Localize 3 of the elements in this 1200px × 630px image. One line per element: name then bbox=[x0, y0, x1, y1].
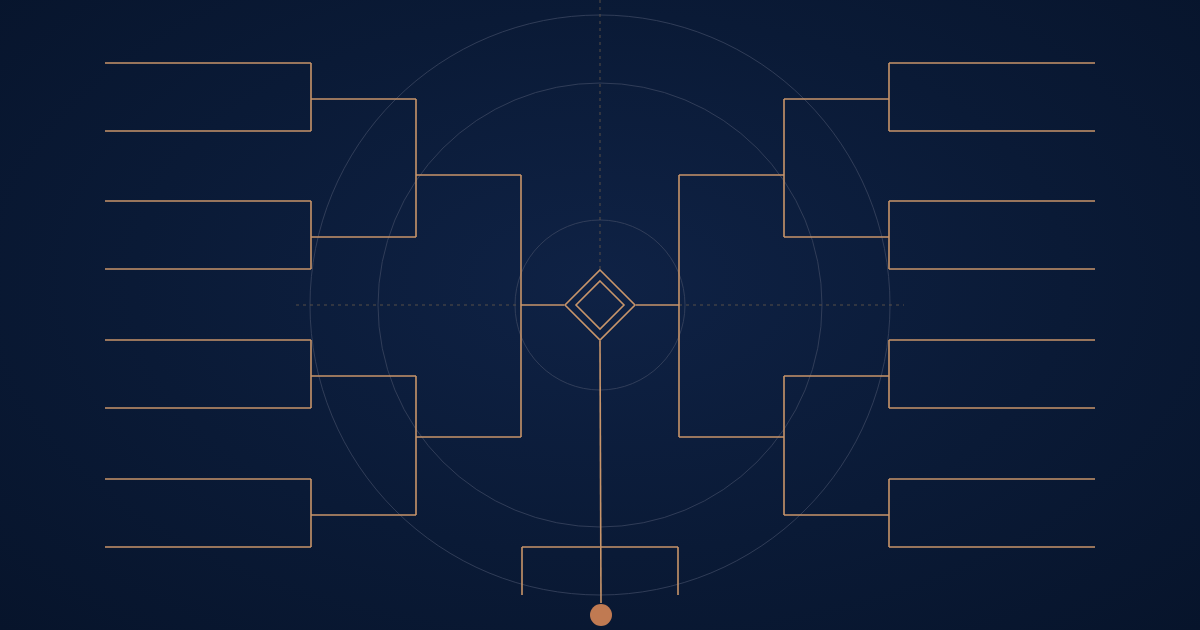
connector-line bbox=[635, 304, 680, 306]
connector-line bbox=[520, 304, 565, 306]
connector-line bbox=[599, 340, 602, 604]
